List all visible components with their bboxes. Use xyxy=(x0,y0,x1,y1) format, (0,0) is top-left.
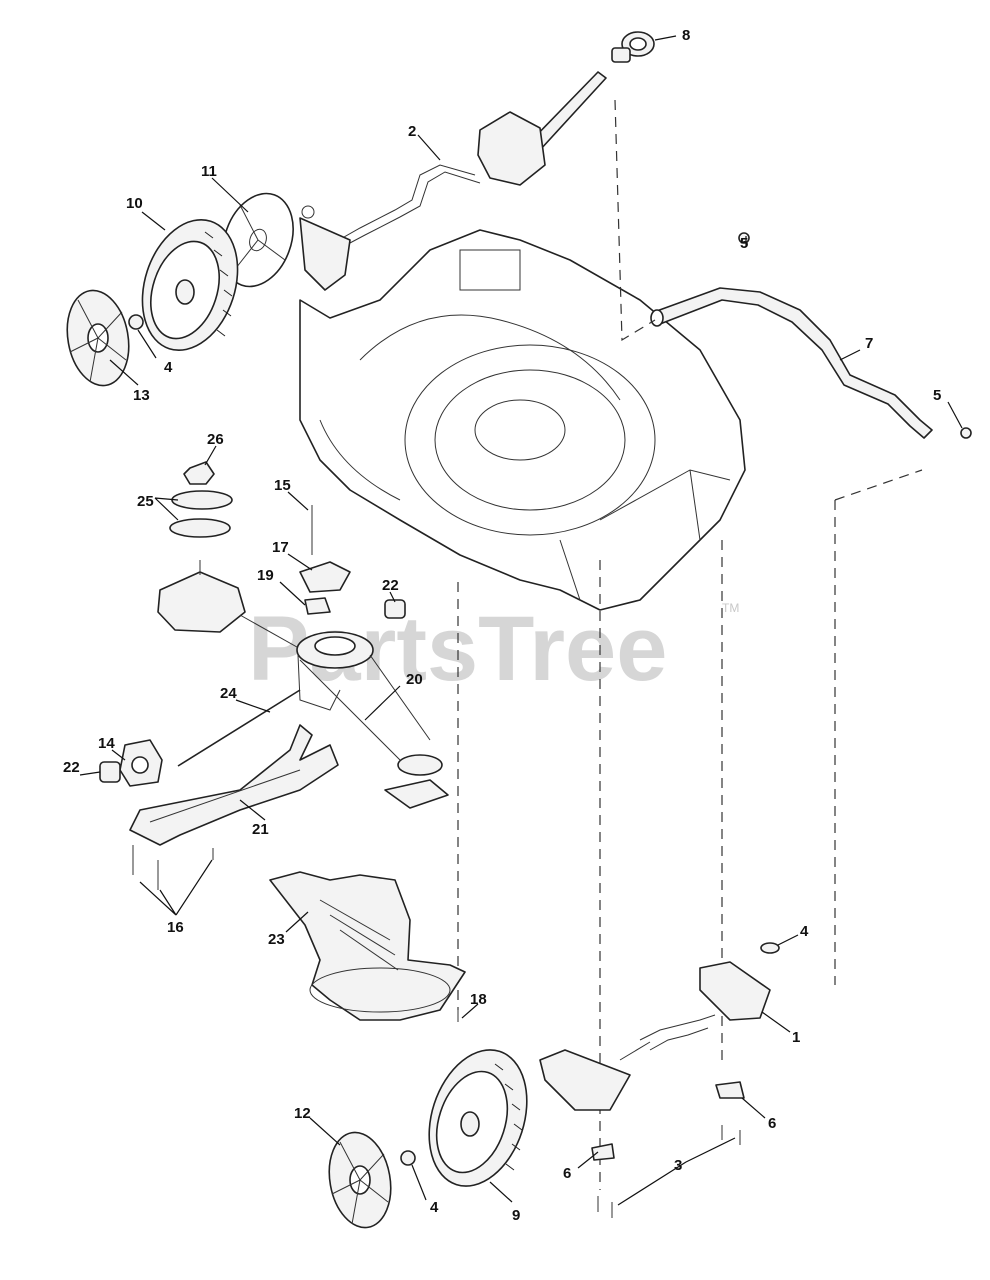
front-wheel-icon xyxy=(428,1049,528,1187)
callout-21: 21 xyxy=(252,821,269,838)
mulch-plug-icon xyxy=(269,871,466,1021)
callout-15: 15 xyxy=(274,477,291,494)
callout-9: 9 xyxy=(512,1207,520,1224)
callout-17: 17 xyxy=(272,539,289,556)
callout-6-right: 6 xyxy=(768,1115,776,1132)
lower-bracket-icon xyxy=(129,724,339,846)
hubcap-icon xyxy=(328,1131,392,1229)
callout-7: 7 xyxy=(865,335,873,352)
dipstick-cap-icon xyxy=(611,31,655,63)
callout-6-bottom: 6 xyxy=(563,1165,571,1182)
height-adjust-lever-icon xyxy=(299,111,546,291)
callout-26: 26 xyxy=(207,431,224,448)
callout-4-rear: 4 xyxy=(164,359,173,376)
front-nut-icon xyxy=(400,1150,416,1166)
callout-3: 3 xyxy=(674,1157,682,1174)
spring-bracket-front-icon xyxy=(539,942,780,1111)
callout-20: 20 xyxy=(406,671,423,688)
callout-19: 19 xyxy=(257,567,274,584)
callout-4-front: 4 xyxy=(430,1199,439,1216)
callout-14: 14 xyxy=(98,735,115,752)
mower-deck-icon xyxy=(299,229,746,611)
callout-4-right: 4 xyxy=(800,923,809,940)
rear-wheel-icon xyxy=(141,218,239,352)
callout-23: 23 xyxy=(268,931,285,948)
callout-18: 18 xyxy=(470,991,487,1008)
callout-22-right: 22 xyxy=(382,577,399,594)
callout-22-left: 22 xyxy=(63,759,80,776)
callout-5-top: 5 xyxy=(740,235,748,252)
callout-11: 11 xyxy=(201,163,217,180)
callout-16: 16 xyxy=(167,919,184,936)
callout-10: 10 xyxy=(126,195,143,212)
watermark-trademark: TM xyxy=(722,601,739,615)
transmission-icon xyxy=(157,461,321,661)
callout-24: 24 xyxy=(220,685,237,702)
bearing-block-icon xyxy=(119,739,163,787)
callout-5-right: 5 xyxy=(933,387,941,404)
spring-bracket-icon xyxy=(299,505,406,619)
callout-12: 12 xyxy=(294,1105,311,1122)
callout-25: 25 xyxy=(137,493,154,510)
wheel-hubcap-plate-icon xyxy=(222,192,294,288)
callout-1: 1 xyxy=(792,1029,800,1046)
callout-8: 8 xyxy=(682,27,690,44)
drive-belt-icon xyxy=(296,631,449,809)
callout-2: 2 xyxy=(408,123,416,140)
rear-hubcap-icon xyxy=(66,289,130,387)
bushing-left-icon xyxy=(99,761,121,783)
rear-nut-icon xyxy=(128,314,144,330)
callout-13: 13 xyxy=(133,387,150,404)
